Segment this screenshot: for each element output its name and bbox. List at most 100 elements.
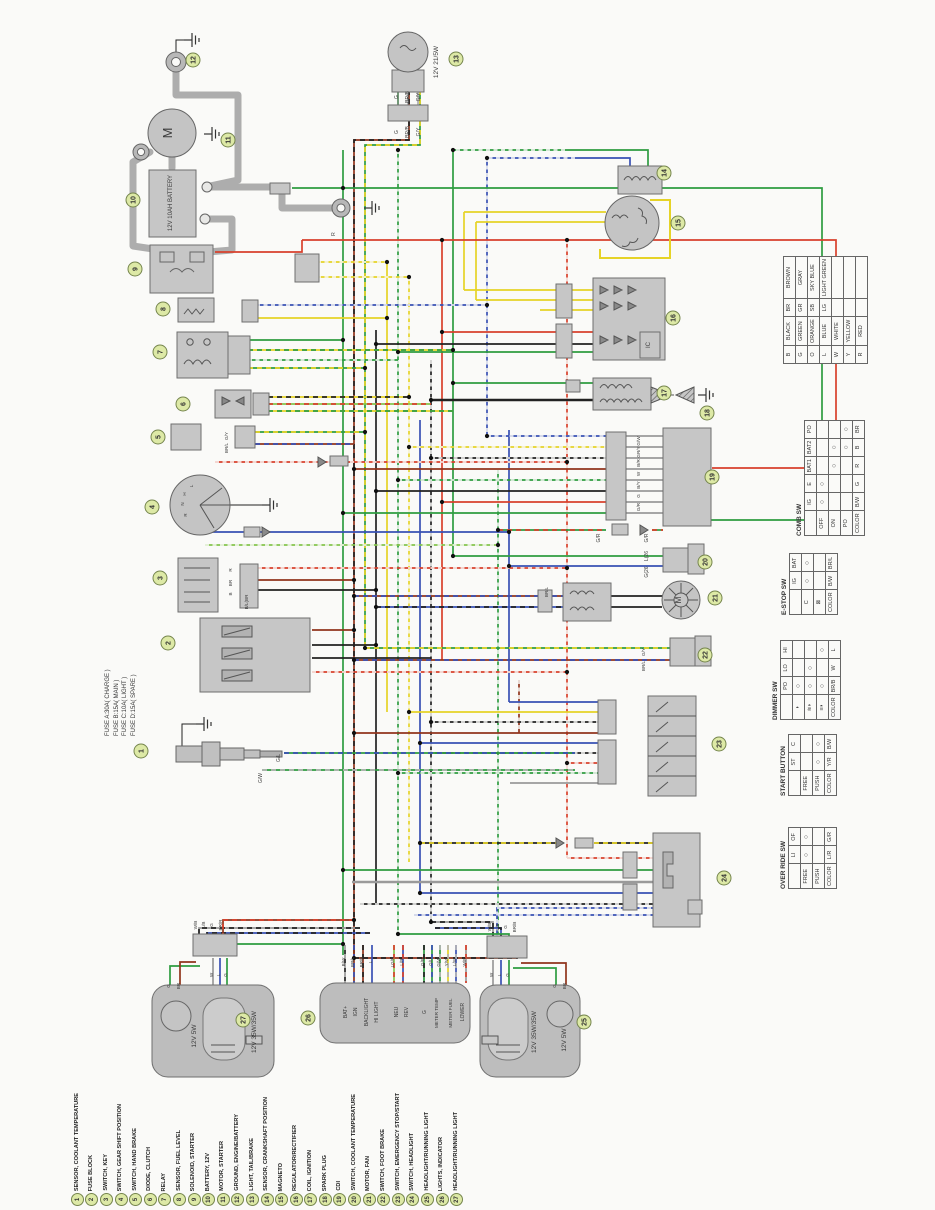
wire-BR-B-stripe [353, 121, 410, 958]
legend-item-number: 16 [289, 1193, 303, 1206]
junction-dot-layer [340, 147, 570, 961]
wire-junction [428, 919, 434, 925]
connector [234, 425, 256, 449]
indicator-cluster [319, 982, 471, 1044]
table-cell: ○ [801, 571, 814, 590]
diagram-label: G/R [596, 533, 602, 542]
table-cell: B [852, 438, 865, 457]
legend-item-label: SWITCH, HEADLIGHT [409, 1133, 416, 1191]
ring-terminal-hole [336, 203, 346, 213]
e-stop-sw-table-title: E-STOP SW [781, 578, 788, 615]
legend-item-number: 13 [245, 1193, 259, 1206]
table-cell [812, 845, 825, 864]
legend-item-label: SPARK PLUG [321, 1154, 328, 1191]
legend-item-number: 7 [158, 1193, 172, 1206]
table-cell: LIGHT GREEN [819, 256, 832, 299]
component-badge-number: 8 [160, 307, 167, 311]
wire-junction [351, 917, 357, 923]
running-light-bulb [160, 1000, 192, 1032]
table-cell: R [855, 345, 868, 364]
wire-junction [384, 315, 390, 321]
wire-junction [373, 341, 379, 347]
wire-junction [417, 890, 423, 896]
component-badge-3 [152, 570, 168, 586]
diagram-label: LG/R [390, 956, 395, 967]
component-badge-8 [155, 301, 171, 317]
table-cell: COLOR [824, 770, 837, 796]
diagram-label: G [552, 984, 557, 988]
table-cell: ○ [800, 845, 813, 864]
battery-negative-terminal [199, 213, 211, 225]
ic-box [639, 331, 661, 359]
table-cell: ○ [812, 734, 825, 753]
wire-G-Y-stripe [364, 121, 421, 648]
diagram-label: G/L [428, 958, 433, 966]
wire-junction [406, 709, 412, 715]
table-cell: ORANGE [807, 316, 820, 346]
ground-icon [196, 717, 212, 731]
component-badge-number: 10 [130, 196, 137, 204]
diagram-label: G [223, 973, 228, 977]
component-badge-13 [448, 51, 464, 67]
table-cell [840, 492, 853, 511]
wire-junction [564, 459, 570, 465]
component-badge-number: 2 [165, 641, 172, 645]
wire-junction [484, 155, 490, 161]
connector [565, 379, 581, 393]
diagram-label: 12V 21/5W [433, 45, 440, 78]
diagram-label: BR/B [405, 91, 411, 103]
component-badge-number: 3 [157, 576, 164, 580]
component-badge-number: 14 [661, 169, 668, 177]
legend-item-label: SENSOR, COOLANT TEMPERATURE [73, 1092, 80, 1191]
wire-B [175, 39, 184, 52]
legend-item-label: DIODE, CLUTCH [146, 1147, 153, 1191]
table-cell [792, 640, 805, 659]
connector [597, 699, 617, 735]
table-cell: ○ [804, 658, 817, 677]
table-cell: BLUE [819, 316, 832, 346]
table-cell: G [852, 474, 865, 493]
legend-item-label: LIGHT, TAIL/BRAKE [248, 1138, 255, 1191]
connector [252, 392, 270, 416]
inline-box [611, 523, 629, 536]
table-cell [813, 571, 826, 590]
diagram-label: G [394, 95, 400, 99]
component-badge-1 [133, 743, 149, 759]
ground-icon [184, 33, 200, 47]
wire-junction [351, 577, 357, 583]
component-badge-15 [670, 215, 686, 231]
legend-item-number: 4 [114, 1193, 128, 1206]
table-cell [831, 256, 844, 299]
foot-brake-switch [669, 637, 697, 667]
table-cell [816, 658, 829, 677]
diagram-label: BACKLIGHT [364, 998, 370, 1026]
legend-item-number: 27 [450, 1193, 464, 1206]
component-badge-number: 17 [661, 389, 668, 397]
diagram-label: 12V 5W [191, 1024, 198, 1048]
diagram-label: B [228, 592, 233, 595]
table-cell: IG [804, 492, 817, 511]
diagram-label: G [503, 925, 508, 929]
table-cell: E [804, 474, 817, 493]
wire-junction [495, 542, 501, 548]
fuse-note-line: FUSE A:30A( CHARGE ) [105, 669, 111, 736]
bulb-base [391, 69, 425, 93]
table-cell [816, 438, 829, 457]
diagram-label: L [368, 960, 373, 963]
diagram-label: G [166, 984, 171, 988]
diagram-label: BR/B [512, 922, 517, 933]
wire-junction [351, 466, 357, 472]
diagram-label: BR [176, 982, 181, 989]
table-cell: ○ [816, 640, 829, 659]
diagram-label: BR/L [641, 660, 646, 671]
diagram-label: G/B [420, 958, 425, 966]
